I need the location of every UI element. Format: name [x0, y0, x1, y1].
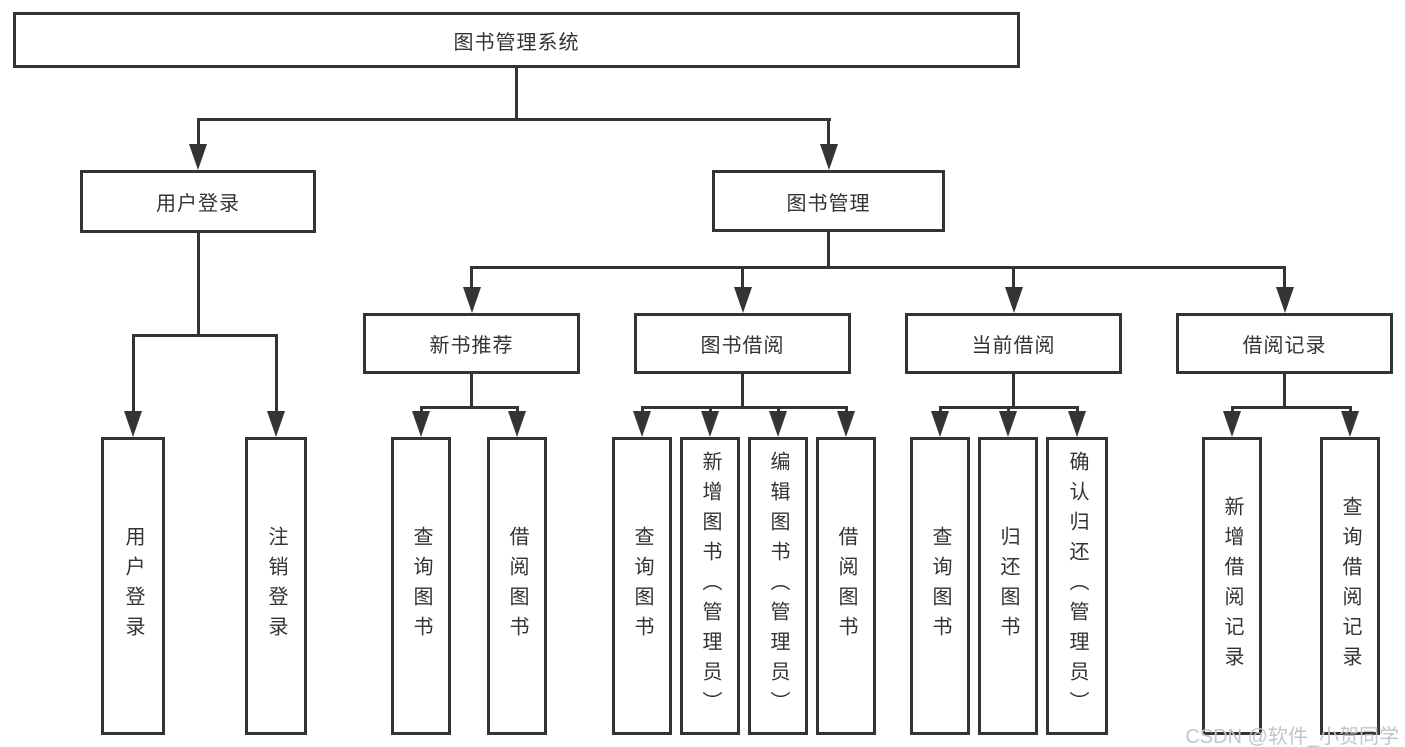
- leaf-logout-label: 注销登录: [265, 526, 287, 646]
- node-new-book-recommend-label: 新书推荐: [429, 335, 514, 357]
- connector-vline: [470, 266, 473, 289]
- leaf-query-borrow-record-label: 查询借阅记录: [1339, 496, 1361, 676]
- leaf-user-login-label: 用户登录: [122, 526, 144, 646]
- arrow-down-icon: [508, 411, 526, 437]
- connector-vline: [131, 334, 135, 414]
- leaf-query-books-3-label: 查询图书: [929, 526, 951, 646]
- arrow-down-icon: [837, 411, 855, 437]
- connector-vline: [640, 406, 644, 414]
- leaf-return-books: 归还图书: [978, 437, 1038, 735]
- arrow-down-icon: [1004, 287, 1023, 313]
- connector-vline: [1006, 406, 1010, 414]
- connector-vline: [1283, 374, 1286, 408]
- leaf-borrow-books-label: 借阅图书: [506, 526, 528, 646]
- connector-vline: [515, 68, 518, 120]
- arrow-down-icon: [412, 411, 430, 437]
- node-borrow-record: 借阅记录: [1176, 313, 1393, 374]
- connector-hline: [470, 266, 1286, 269]
- leaf-logout: 注销登录: [245, 437, 307, 735]
- leaf-query-books-2: 查询图书: [612, 437, 672, 735]
- leaf-return-books-label: 归还图书: [997, 526, 1019, 646]
- connector-vline: [1075, 406, 1079, 414]
- leaf-confirm-return-admin: 确认归还（管理员）: [1046, 437, 1108, 735]
- arrow-down-icon: [819, 144, 838, 170]
- leaf-confirm-return-admin-label: 确认归还（管理员）: [1066, 451, 1088, 721]
- arrow-down-icon: [931, 411, 949, 437]
- arrow-down-icon: [633, 411, 651, 437]
- connector-hline: [131, 334, 278, 337]
- leaf-borrow-books-2-label: 借阅图书: [835, 526, 857, 646]
- arrow-down-icon: [1223, 411, 1241, 437]
- connector-vline: [708, 406, 712, 414]
- connector-vline: [515, 406, 519, 414]
- arrow-down-icon: [189, 144, 207, 170]
- leaf-query-borrow-record: 查询借阅记录: [1320, 437, 1380, 735]
- node-user-login: 用户登录: [80, 170, 316, 233]
- node-book-borrow-label: 图书借阅: [700, 335, 785, 357]
- connector-vline: [844, 406, 848, 414]
- arrow-down-icon: [769, 411, 787, 437]
- connector-vline: [196, 233, 200, 336]
- connector-hline: [196, 118, 831, 121]
- arrow-down-icon: [124, 411, 142, 437]
- arrow-down-icon: [267, 411, 285, 437]
- connector-vline: [1012, 266, 1015, 289]
- connector-vline: [827, 232, 830, 269]
- node-borrow-record-label: 借阅记录: [1242, 335, 1327, 357]
- connector-vline: [938, 406, 942, 414]
- leaf-add-books-admin-label: 新增图书（管理员）: [699, 451, 721, 721]
- node-book-borrow: 图书借阅: [634, 313, 851, 374]
- leaf-borrow-books: 借阅图书: [487, 437, 547, 735]
- connector-vline: [741, 266, 744, 289]
- arrow-down-icon: [701, 411, 719, 437]
- connector-hline: [640, 406, 848, 409]
- leaf-query-books: 查询图书: [391, 437, 451, 735]
- leaf-query-books-label: 查询图书: [410, 526, 432, 646]
- node-user-login-label: 用户登录: [156, 193, 240, 215]
- node-library-system: 图书管理系统: [13, 12, 1020, 68]
- node-book-management-label: 图书管理: [786, 192, 871, 215]
- connector-hline: [419, 406, 519, 409]
- connector-vline: [1283, 266, 1286, 289]
- leaf-borrow-books-2: 借阅图书: [816, 437, 876, 735]
- node-current-borrow: 当前借阅: [905, 313, 1122, 374]
- leaf-add-books-admin: 新增图书（管理员）: [680, 437, 740, 735]
- node-book-management: 图书管理: [712, 170, 945, 232]
- connector-vline: [274, 334, 278, 414]
- leaf-user-login: 用户登录: [101, 437, 165, 735]
- connector-vline: [741, 374, 744, 408]
- leaf-query-books-3: 查询图书: [910, 437, 970, 735]
- arrow-down-icon: [1275, 287, 1294, 313]
- arrow-down-icon: [462, 287, 481, 313]
- node-new-book-recommend: 新书推荐: [363, 313, 580, 374]
- connector-vline: [196, 118, 200, 146]
- connector-vline: [419, 406, 423, 414]
- node-library-system-label: 图书管理系统: [453, 31, 580, 54]
- arrow-down-icon: [1068, 411, 1086, 437]
- watermark: CSDN @软件_小贺同学: [1185, 726, 1399, 747]
- arrow-down-icon: [733, 287, 752, 313]
- connector-vline: [1348, 406, 1352, 414]
- arrow-down-icon: [999, 411, 1017, 437]
- node-current-borrow-label: 当前借阅: [971, 335, 1056, 357]
- connector-vline: [1012, 374, 1015, 408]
- leaf-edit-books-admin: 编辑图书（管理员）: [748, 437, 808, 735]
- leaf-add-borrow-record-label: 新增借阅记录: [1221, 496, 1243, 676]
- connector-vline: [827, 118, 830, 146]
- connector-vline: [776, 406, 780, 414]
- connector-vline: [1230, 406, 1234, 414]
- arrow-down-icon: [1341, 411, 1359, 437]
- connector-hline: [1230, 406, 1352, 409]
- connector-vline: [470, 374, 473, 408]
- leaf-query-books-2-label: 查询图书: [631, 526, 653, 646]
- leaf-edit-books-admin-label: 编辑图书（管理员）: [767, 451, 789, 721]
- leaf-add-borrow-record: 新增借阅记录: [1202, 437, 1262, 735]
